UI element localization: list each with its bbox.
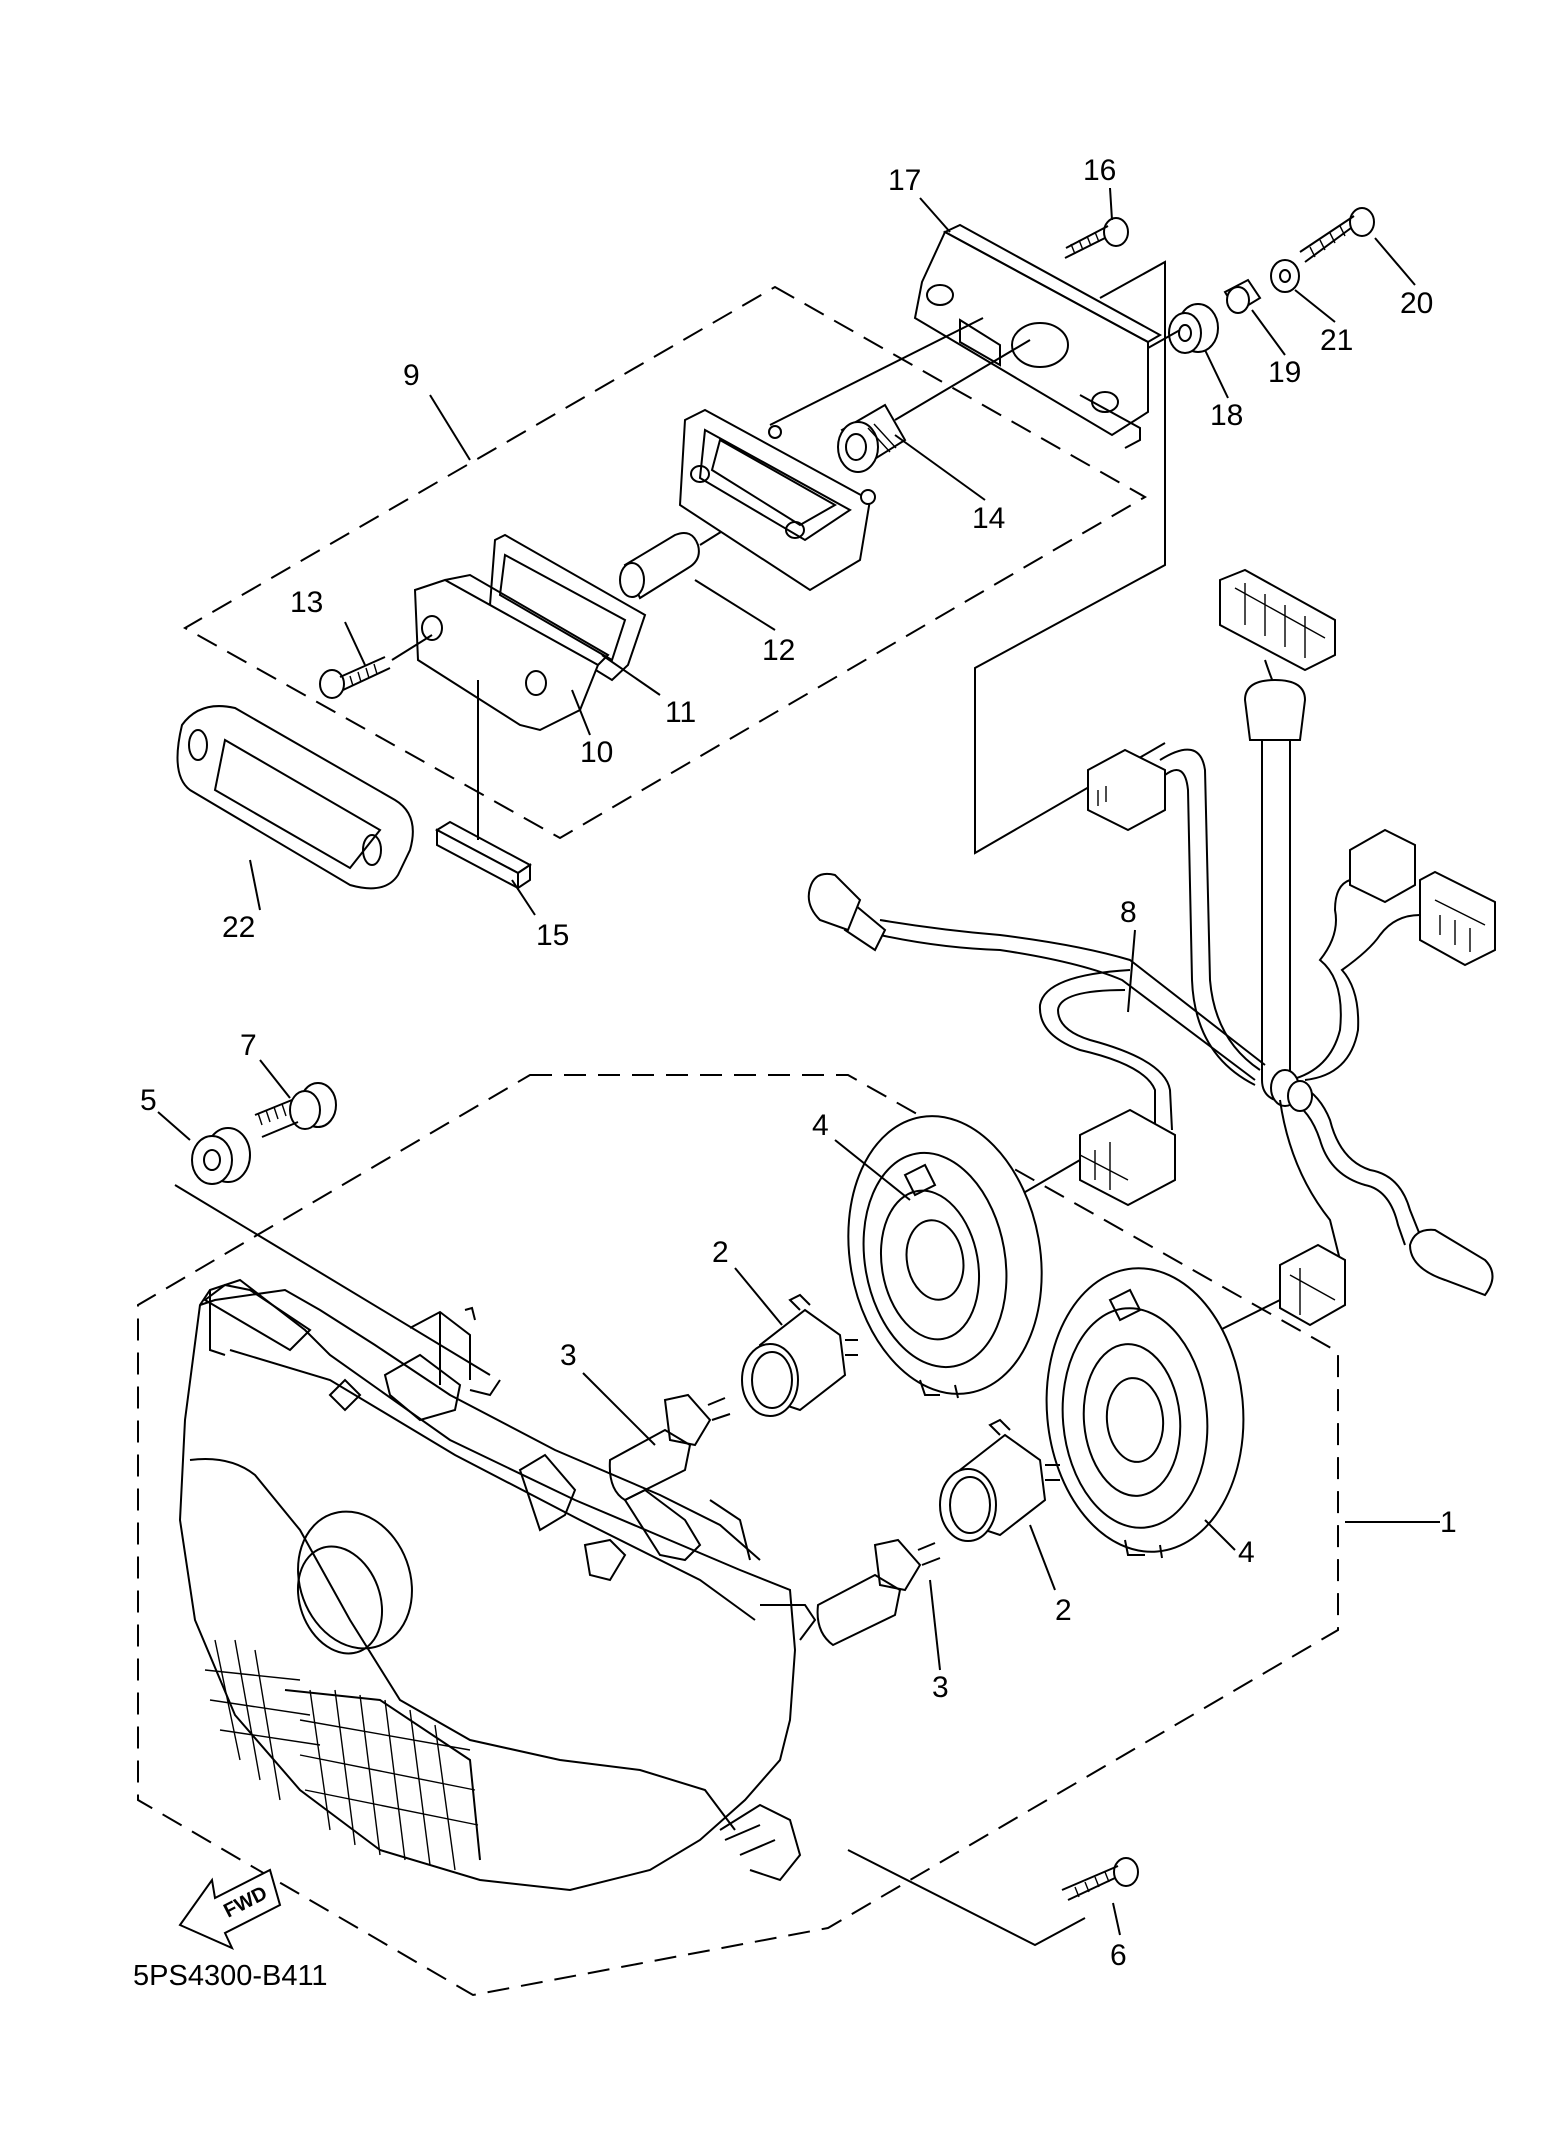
screw-13 [319,634,433,699]
bulb [619,519,741,600]
callout-5: 5 [140,1084,157,1117]
wiring-harness [807,568,1496,1327]
screw-20 [1299,207,1375,263]
pad-15 [434,680,532,890]
callout-3b: 3 [932,1671,949,1704]
callout-4a: 4 [812,1109,829,1142]
callout-16: 16 [1083,154,1116,187]
screw-6 [1061,1857,1139,1901]
callout-9: 9 [403,359,420,392]
callout-13: 13 [290,586,323,619]
bulb-cover-upper [847,1115,1043,1399]
headlight-bulb-upper [608,1393,731,1502]
callout-12: 12 [762,634,795,667]
headlight-assembly [178,1278,817,1892]
headlight-bulb-lower [816,1538,941,1647]
assembly-1-boundary [137,1074,1339,1997]
callout-8: 8 [1120,896,1137,929]
callout-10: 10 [580,736,613,769]
washer-21 [1270,259,1300,293]
callout-1: 1 [1440,1506,1457,1539]
callout-3a: 3 [560,1339,577,1372]
screw-16 [1064,217,1129,259]
license-frame [176,705,414,890]
callout-6: 6 [1110,1939,1127,1972]
callout-17: 17 [888,164,921,197]
bulb-socket [837,403,907,473]
callout-19: 19 [1268,356,1301,389]
callout-20: 20 [1400,287,1433,320]
grommet-5 [191,1127,251,1185]
bulb-cover-lower [1045,1267,1245,1559]
forward-arrow: FWD [178,1868,282,1950]
bolt-7 [254,1082,337,1138]
lens [413,573,610,732]
callout-2b: 2 [1055,1594,1072,1627]
grommet-18 [1168,303,1219,354]
callout-7: 7 [240,1029,257,1062]
license-bracket [913,223,1163,449]
callout-14: 14 [972,502,1005,535]
callout-2a: 2 [712,1236,729,1269]
callout-22: 22 [222,911,255,944]
diagram-code: 5PS4300-B411 [133,1960,328,1992]
callout-21: 21 [1320,324,1353,357]
callout-15: 15 [536,919,569,952]
callout-4b: 4 [1238,1536,1255,1569]
bulb-socket-upper [741,1293,858,1417]
callout-11: 11 [665,696,696,729]
assembly-9-boundary [182,285,1148,840]
collar-19 [1223,278,1262,314]
bulb-socket-lower [939,1418,1060,1542]
lamp-housing [678,408,876,592]
callout-18: 18 [1210,399,1243,432]
